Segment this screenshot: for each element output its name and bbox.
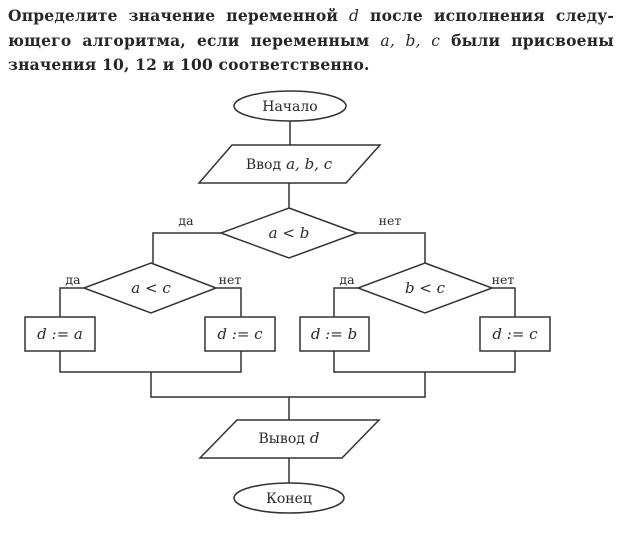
start-label: Начало bbox=[262, 99, 317, 115]
assign-d-c-left bbox=[204, 316, 276, 352]
connector-main-no bbox=[357, 232, 426, 263]
task-line-2: ющего алгоритма, если переменным a, b, c… bbox=[8, 29, 614, 54]
connector-main-yes bbox=[152, 232, 221, 263]
condition-a-lt-c bbox=[81, 262, 219, 314]
input-block bbox=[197, 144, 382, 184]
connector-right-no bbox=[492, 287, 516, 317]
end-terminal bbox=[233, 482, 345, 514]
condition-b-lt-c bbox=[355, 262, 495, 314]
main-no-label: нет bbox=[379, 213, 402, 228]
left-no-label: нет bbox=[219, 272, 242, 287]
assign-d-b-label: d := b bbox=[311, 325, 357, 343]
task-line-1: Определите значение переменной d после и… bbox=[8, 4, 614, 29]
condition-a-lt-b-label: a < b bbox=[269, 224, 310, 242]
task-statement: Определите значение переменной d после и… bbox=[8, 4, 614, 77]
task-line-3: значения 10, 12 и 100 соответственно. bbox=[8, 55, 370, 74]
input-vars: a, b, c bbox=[286, 155, 333, 173]
connector-left-yes bbox=[59, 287, 84, 317]
right-yes-label: да bbox=[339, 272, 355, 287]
assign-d-a-label: d := a bbox=[37, 325, 83, 343]
main-yes-label: да bbox=[178, 213, 194, 228]
task-text: после исполнения следу- bbox=[359, 6, 615, 25]
connector-right-merge bbox=[333, 351, 516, 373]
variables-abc: a, b, c bbox=[380, 31, 441, 50]
task-text: Определите значение переменной bbox=[8, 6, 349, 25]
right-no-label: нет bbox=[492, 272, 515, 287]
connector-final-merge bbox=[150, 372, 426, 398]
output-var: d bbox=[310, 429, 320, 447]
start-terminal bbox=[233, 90, 347, 122]
assign-d-c-right bbox=[479, 316, 551, 352]
condition-a-lt-c-label: a < c bbox=[131, 279, 171, 297]
input-word: Ввод bbox=[246, 157, 282, 173]
connector-left-merge bbox=[59, 351, 242, 373]
output-word: Вывод bbox=[259, 431, 306, 447]
condition-b-lt-c-label: b < c bbox=[405, 279, 446, 297]
variable-d: d bbox=[349, 7, 360, 25]
assign-d-c-left-label: d := c bbox=[217, 325, 263, 343]
output-block bbox=[198, 419, 381, 459]
left-yes-label: да bbox=[65, 272, 81, 287]
end-label: Конец bbox=[266, 491, 312, 507]
assign-d-b bbox=[299, 316, 370, 352]
connector-right-yes bbox=[333, 287, 358, 317]
task-text: ющего алгоритма, если переменным bbox=[8, 30, 381, 50]
assign-d-a bbox=[24, 316, 96, 352]
assign-d-c-right-label: d := c bbox=[492, 325, 538, 343]
connector-left-no bbox=[216, 287, 242, 317]
condition-a-lt-b bbox=[218, 207, 360, 259]
task-text: были присвоены bbox=[440, 30, 614, 50]
